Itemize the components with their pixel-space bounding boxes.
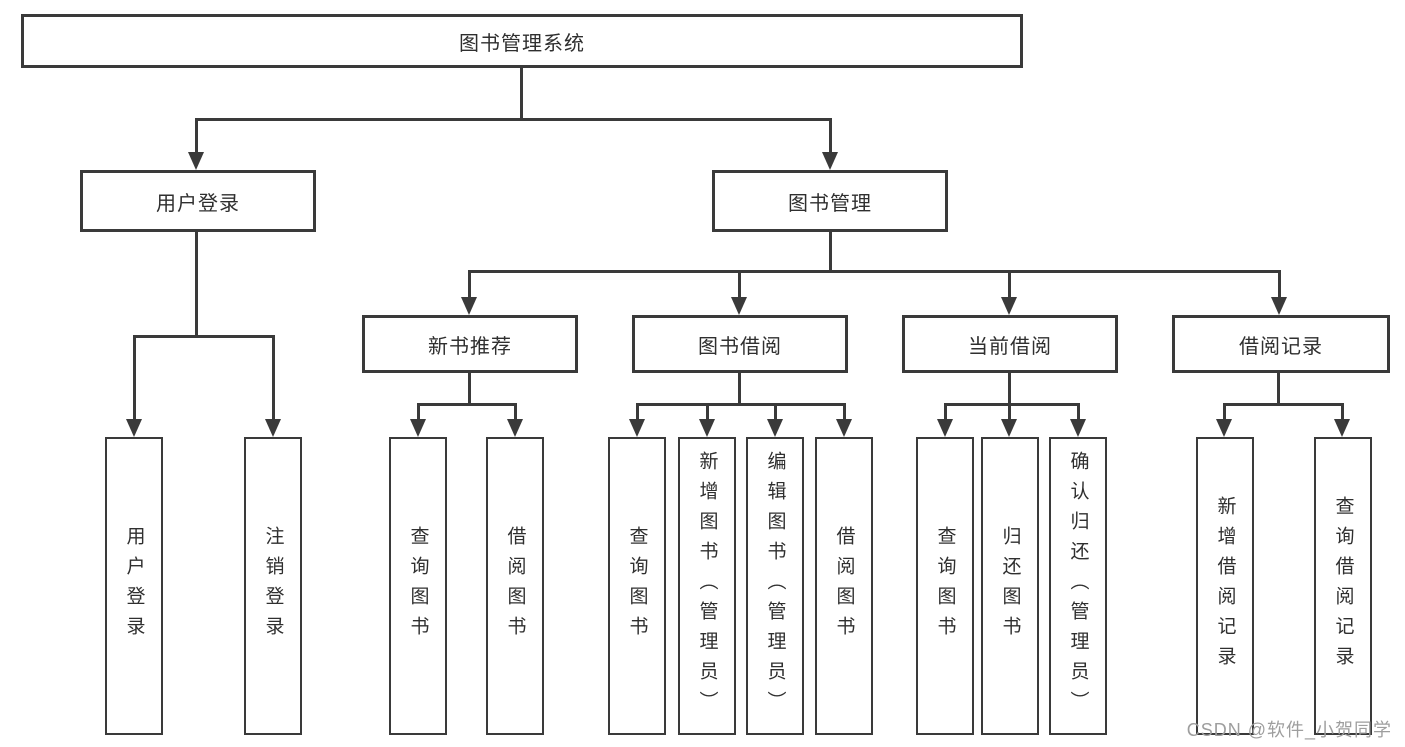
- connector-drop: [1341, 403, 1344, 420]
- arrow-down-icon: [1334, 419, 1350, 437]
- node-book-management-system: 图书管理系统: [21, 14, 1023, 68]
- leaf-label: 新增图书（管理员）: [696, 451, 718, 721]
- node-book-borrow: 图书借阅: [632, 315, 848, 373]
- arrow-down-icon: [265, 419, 281, 437]
- node-label: 用户登录: [156, 192, 240, 215]
- arrow-down-icon: [126, 419, 142, 437]
- leaf-label: 查询图书: [626, 526, 648, 646]
- arrow-down-icon: [822, 152, 838, 170]
- arrow-down-icon: [836, 419, 852, 437]
- connector-stub: [1277, 373, 1280, 405]
- leaf-records-add-borrow-record: 新增借阅记录: [1196, 437, 1254, 735]
- node-label: 图书管理系统: [459, 32, 585, 55]
- node-label: 图书借阅: [698, 335, 782, 358]
- arrow-down-icon: [461, 297, 477, 315]
- leaf-label: 注销登录: [262, 526, 284, 646]
- leaf-label: 查询图书: [934, 526, 956, 646]
- connector-drop: [468, 270, 471, 299]
- csdn-watermark: CSDN @软件_小贺同学: [1186, 720, 1392, 740]
- connector-drop: [1008, 270, 1011, 299]
- leaf-borrow-borrow-books: 借阅图书: [815, 437, 873, 735]
- leaf-newbook-query-books: 查询图书: [389, 437, 447, 735]
- connector-stub: [468, 373, 471, 405]
- node-book-management: 图书管理: [712, 170, 948, 232]
- connector-drop: [514, 403, 517, 420]
- arrow-down-icon: [731, 297, 747, 315]
- connector-level3-rail: [468, 270, 1281, 273]
- connector-drop: [417, 403, 420, 420]
- connector-drop: [636, 403, 639, 420]
- leaf-userlogin-logout: 注销登录: [244, 437, 302, 735]
- arrow-down-icon: [699, 419, 715, 437]
- leaf-borrow-query-books: 查询图书: [608, 437, 666, 735]
- connector-drop: [843, 403, 846, 420]
- connector-drop: [1278, 270, 1281, 299]
- connector-stub: [1008, 373, 1011, 405]
- connector-userlogin-rail: [133, 335, 275, 338]
- connector-rail: [944, 403, 1080, 406]
- connector-drop: [774, 403, 777, 420]
- arrow-down-icon: [1001, 419, 1017, 437]
- connector-drop: [272, 335, 275, 421]
- leaf-userlogin-user-login: 用户登录: [105, 437, 163, 735]
- leaf-borrow-add-books-admin: 新增图书（管理员）: [678, 437, 736, 735]
- leaf-label: 用户登录: [123, 526, 145, 646]
- arrow-down-icon: [767, 419, 783, 437]
- arrow-down-icon: [629, 419, 645, 437]
- node-current-borrow: 当前借阅: [902, 315, 1118, 373]
- arrow-down-icon: [410, 419, 426, 437]
- connector-drop: [1077, 403, 1080, 420]
- connector-drop: [944, 403, 947, 420]
- arrow-down-icon: [1001, 297, 1017, 315]
- connector-drop: [1223, 403, 1226, 420]
- connector-drop: [829, 118, 832, 154]
- node-label: 新书推荐: [428, 335, 512, 358]
- connector-drop: [195, 118, 198, 154]
- connector-userlogin-stub: [195, 232, 198, 338]
- leaf-label: 编辑图书（管理员）: [764, 451, 786, 721]
- connector-stub: [738, 373, 741, 405]
- node-new-book-recommend: 新书推荐: [362, 315, 578, 373]
- leaf-newbook-borrow-books: 借阅图书: [486, 437, 544, 735]
- connector-drop: [133, 335, 136, 421]
- connector-drop: [706, 403, 709, 420]
- leaf-label: 借阅图书: [504, 526, 526, 646]
- connector-rail: [417, 403, 517, 406]
- connector-level2-rail: [195, 118, 832, 121]
- arrow-down-icon: [937, 419, 953, 437]
- leaf-records-query-borrow-record: 查询借阅记录: [1314, 437, 1372, 735]
- leaf-current-return-books: 归还图书: [981, 437, 1039, 735]
- leaf-label: 借阅图书: [833, 526, 855, 646]
- connector-drop: [738, 270, 741, 299]
- connector-drop: [1008, 403, 1011, 420]
- connector-root-stub: [520, 68, 523, 120]
- connector-bookmgmt-stub: [829, 232, 832, 272]
- leaf-current-confirm-return-admin: 确认归还（管理员）: [1049, 437, 1107, 735]
- connector-rail: [1223, 403, 1344, 406]
- node-user-login: 用户登录: [80, 170, 316, 232]
- leaf-label: 确认归还（管理员）: [1067, 451, 1089, 721]
- node-borrow-records: 借阅记录: [1172, 315, 1390, 373]
- node-label: 当前借阅: [968, 335, 1052, 358]
- node-label: 图书管理: [788, 192, 872, 215]
- leaf-label: 新增借阅记录: [1214, 496, 1236, 676]
- leaf-current-query-books: 查询图书: [916, 437, 974, 735]
- leaf-label: 归还图书: [999, 526, 1021, 646]
- connector-rail: [636, 403, 846, 406]
- arrow-down-icon: [188, 152, 204, 170]
- arrow-down-icon: [1070, 419, 1086, 437]
- arrow-down-icon: [1216, 419, 1232, 437]
- arrow-down-icon: [507, 419, 523, 437]
- leaf-borrow-edit-books-admin: 编辑图书（管理员）: [746, 437, 804, 735]
- leaf-label: 查询图书: [407, 526, 429, 646]
- node-label: 借阅记录: [1239, 335, 1323, 358]
- leaf-label: 查询借阅记录: [1332, 496, 1354, 676]
- arrow-down-icon: [1271, 297, 1287, 315]
